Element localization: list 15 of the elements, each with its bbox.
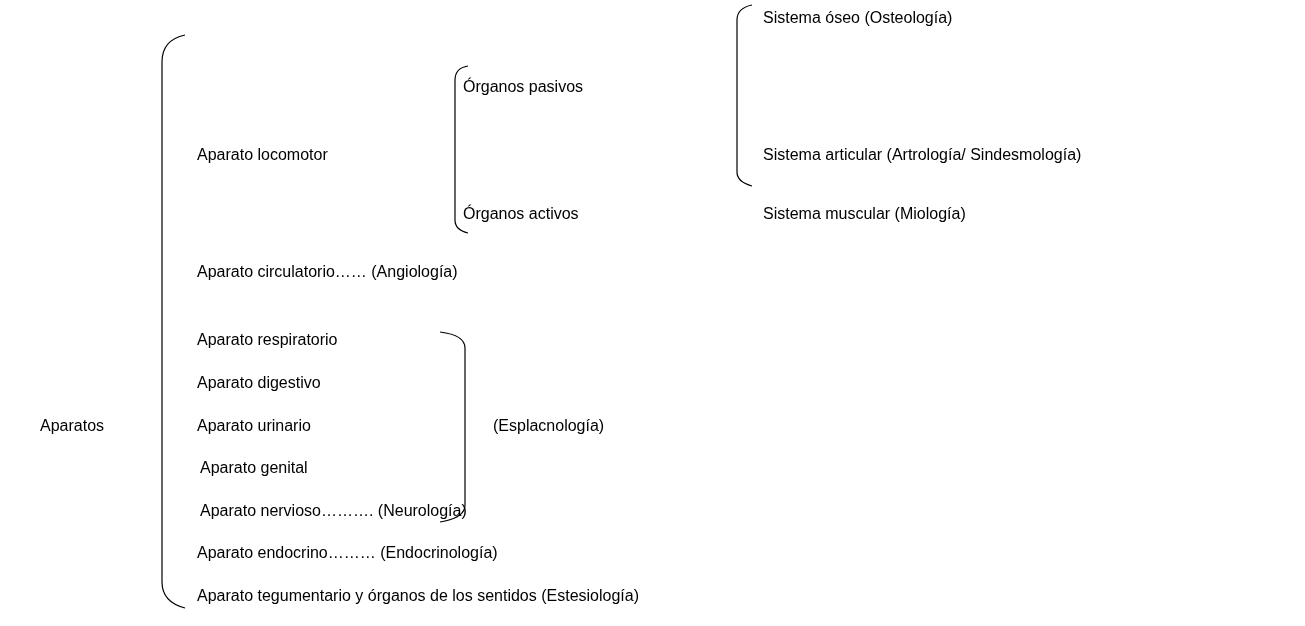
category-label: Aparato digestivo <box>197 373 321 393</box>
category-label: Aparato urinario <box>197 416 311 436</box>
category-label: Aparato tegumentario y órganos de los sentidos (Estesiología) <box>197 586 640 606</box>
category-label: Sistema muscular (Miología) <box>763 204 966 224</box>
category-label: Aparato circulatorio…… (Angiología) <box>197 262 458 282</box>
category-label: Aparato respiratorio <box>197 330 338 350</box>
category-label: Aparato genital <box>200 458 308 478</box>
category-label: Órganos pasivos <box>463 77 584 97</box>
category-label: Órganos activos <box>463 204 579 224</box>
category-label: Aparato endocrino……… (Endocrinología) <box>197 543 498 563</box>
category-label: (Esplacnología) <box>493 416 605 436</box>
category-label: Sistema articular (Artrología/ Sindesmología) <box>763 145 1082 165</box>
category-label: Sistema óseo (Osteología) <box>763 8 953 28</box>
category-label: Aparatos <box>40 416 105 436</box>
category-label: Aparato locomotor <box>197 145 328 165</box>
